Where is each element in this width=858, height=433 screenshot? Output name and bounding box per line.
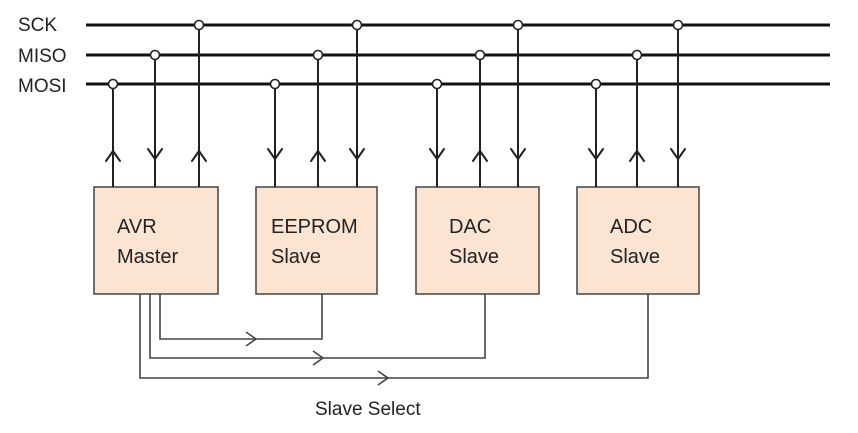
junction-dot [351,19,363,31]
mosi-label: MOSI [18,76,67,97]
slave-select-wires [139,294,649,386]
arrow-up-icon [629,150,645,162]
junction-dot [590,78,602,90]
arrow-down-icon [670,148,686,160]
miso-label: MISO [18,46,67,67]
arrow-down-icon [267,148,283,160]
slave-select-caption: Slave Select [315,399,421,420]
arrow-down-icon [349,148,365,160]
arrow-down-icon [510,148,526,160]
device-label-line1: ADC [610,216,652,238]
arrow-up-icon [310,150,326,162]
ss-arrow-eeprom [245,331,258,347]
junction-dot [269,78,281,90]
junction-dot [512,19,524,31]
junction-dot [312,49,324,61]
device-label-line1: AVR [117,216,157,238]
junction-dot [431,78,443,90]
ss-arrow-adc [377,370,390,386]
ss-wire-adc [139,294,649,379]
junction-dot [107,78,119,90]
device-label-line2: Master [117,246,178,268]
sck-label: SCK [18,15,57,36]
arrow-down-icon [588,148,604,160]
arrow-up-icon [472,150,488,162]
junction-dot [631,49,643,61]
arrow-down-icon [147,148,163,160]
device-label-line1: DAC [449,216,491,238]
ss-arrow-dac [312,350,325,366]
device-box [255,186,378,295]
device-label-line2: Slave [610,246,660,268]
ss-wire-dac [149,294,486,359]
junction-dot [672,19,684,31]
junction-dot [474,49,486,61]
device-box [576,186,700,295]
arrow-up-icon [105,150,121,162]
junction-dot [193,19,205,31]
ss-wire-eeprom [159,294,323,340]
arrow-up-icon [191,150,207,162]
device-label-line2: Slave [271,246,321,268]
device-adc-slave: ADC Slave [576,186,700,295]
junction-dot [149,49,161,61]
device-box [93,186,219,295]
device-label-line2: Slave [449,246,499,268]
device-box [415,186,540,295]
device-eeprom-slave: EEPROM Slave [255,186,378,295]
device-dac-slave: DAC Slave [415,186,540,295]
arrow-down-icon [429,148,445,160]
device-avr-master: AVR Master [93,186,219,295]
bus-connections [105,19,686,187]
device-label-line1: EEPROM [271,216,358,238]
